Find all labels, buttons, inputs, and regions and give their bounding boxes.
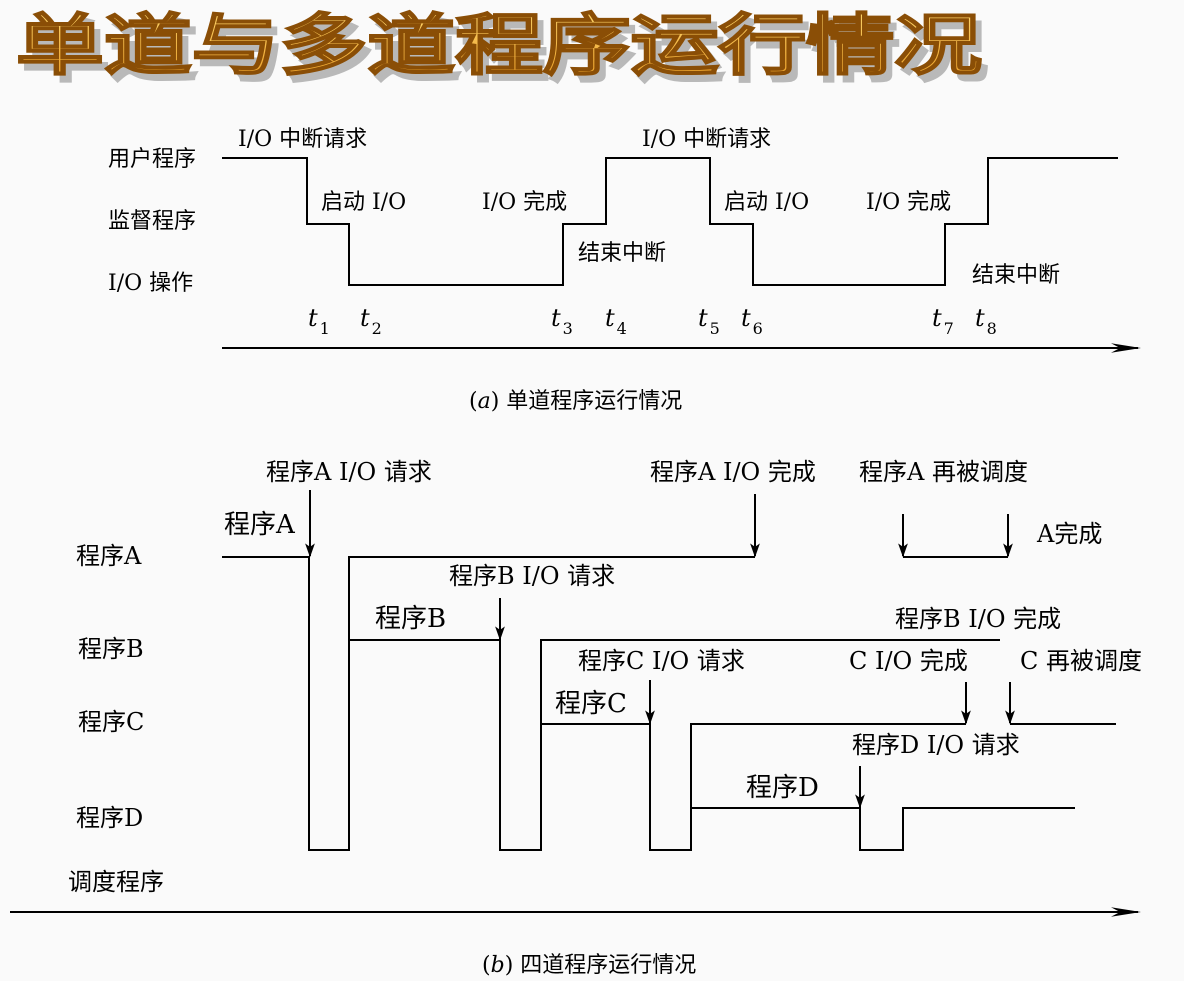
part-b-diagram: 程序A 程序B 程序C 程序D 调度程序 程序A I/O 请求 程序A I/O … [10, 458, 1142, 978]
event-start-io-1: 启动 I/O [321, 190, 406, 215]
trace-program-c-1 [541, 723, 966, 851]
row-label-program-d: 程序D [76, 804, 143, 832]
event-c-io-request: 程序C I/O 请求 [578, 647, 745, 675]
event-io-done-2: I/O 完成 [866, 190, 951, 215]
segment-label-b: 程序B [375, 604, 446, 634]
event-c-io-done: C I/O 完成 [849, 647, 968, 675]
event-b-io-request: 程序B I/O 请求 [449, 562, 615, 590]
event-end-interrupt-2: 结束中断 [972, 263, 1060, 288]
timeline-trace-a [222, 157, 1118, 286]
row-label-program-c: 程序C [78, 708, 144, 736]
segment-label-d: 程序D [746, 773, 819, 803]
row-label-supervisor: 监督程序 [108, 209, 196, 234]
segment-label-c: 程序C [555, 689, 627, 719]
page-title: 单道与多道程序运行情况 [16, 7, 982, 84]
event-io-request-1: I/O 中断请求 [238, 127, 367, 152]
event-c-resched: C 再被调度 [1020, 647, 1142, 675]
row-label-program-a: 程序A [76, 542, 142, 570]
event-start-io-2: 启动 I/O [724, 190, 809, 215]
title-shadow: 单道与多道程序运行情况 [22, 14, 988, 91]
row-label-io-operation: I/O 操作 [108, 271, 193, 296]
caption-b: (b) 四道程序运行情况 [482, 953, 696, 978]
trace-program-a-1 [222, 556, 755, 851]
row-label-scheduler: 调度程序 [68, 868, 164, 896]
event-a-complete: A完成 [1036, 520, 1102, 548]
event-a-resched: 程序A 再被调度 [859, 458, 1028, 486]
event-b-io-done: 程序B I/O 完成 [895, 605, 1061, 633]
row-label-user-program: 用户程序 [108, 147, 196, 172]
trace-program-d [691, 807, 1075, 851]
event-a-io-done: 程序A I/O 完成 [650, 458, 816, 486]
segment-label-a: 程序A [224, 510, 296, 540]
part-a-diagram: 用户程序 监督程序 I/O 操作 I/O 中断请求 启动 I/O I/O 完成 … [108, 127, 1141, 414]
event-io-done-1: I/O 完成 [482, 190, 567, 215]
event-a-io-request: 程序A I/O 请求 [266, 458, 432, 486]
caption-a: (a) 单道程序运行情况 [469, 389, 682, 414]
event-end-interrupt-1: 结束中断 [578, 241, 666, 266]
trace-program-b [349, 639, 1000, 851]
event-io-request-2: I/O 中断请求 [642, 127, 771, 152]
event-d-io-request: 程序D I/O 请求 [852, 731, 1020, 759]
row-label-program-b: 程序B [78, 635, 144, 663]
